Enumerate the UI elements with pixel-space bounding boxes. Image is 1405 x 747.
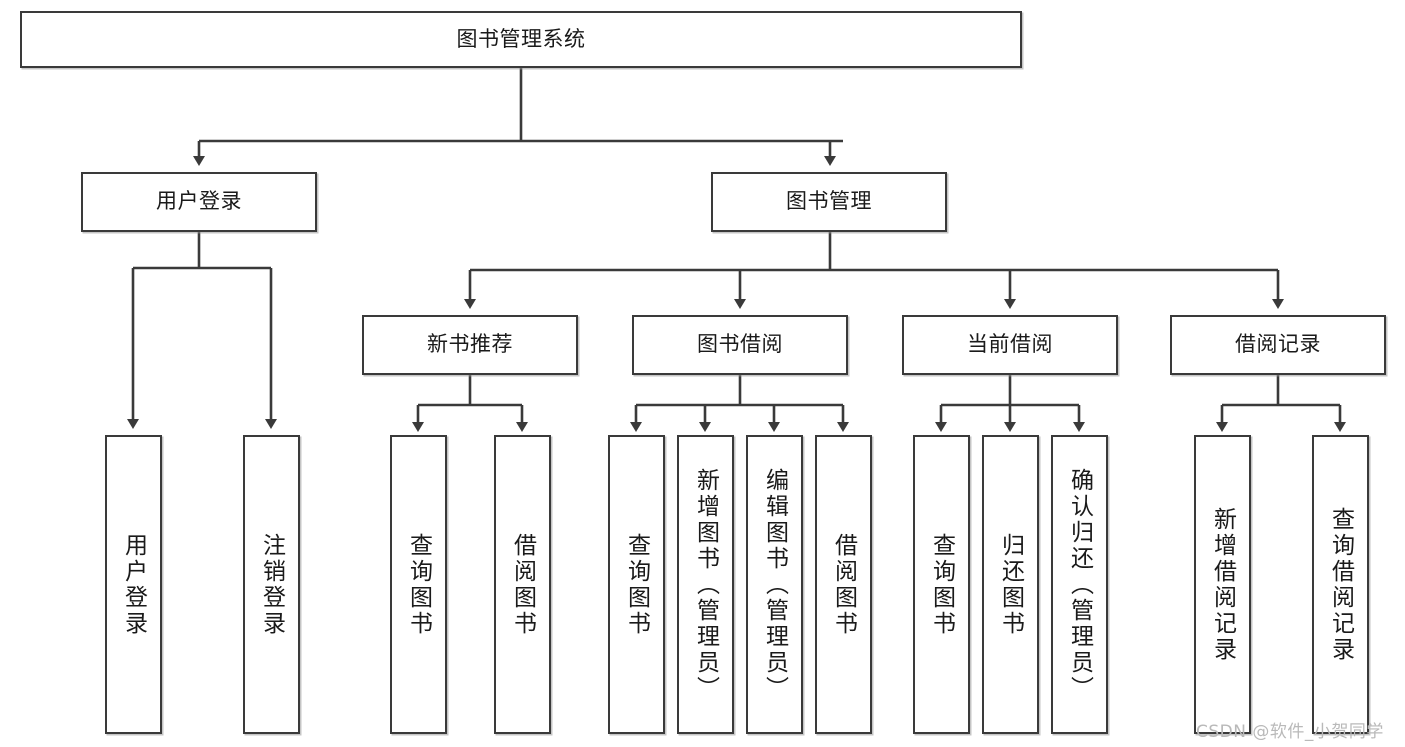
- leaf-query-book-1-label: 查询图书: [405, 532, 432, 637]
- leaf-confirm-return[interactable]: 确认归还（管理员）: [1051, 435, 1108, 734]
- leaf-query-record[interactable]: 查询借阅记录: [1312, 435, 1369, 734]
- node-book-management-label: 图书管理: [786, 189, 872, 214]
- node-root-label: 图书管理系统: [456, 26, 586, 51]
- node-root[interactable]: 图书管理系统: [20, 11, 1022, 68]
- leaf-query-book-3-label: 查询图书: [928, 532, 955, 637]
- leaf-add-record-label: 新增借阅记录: [1209, 506, 1236, 663]
- leaf-query-book-3[interactable]: 查询图书: [913, 435, 970, 734]
- leaf-confirm-return-label: 确认归还（管理员）: [1066, 467, 1093, 702]
- leaf-user-login[interactable]: 用户登录: [105, 435, 162, 734]
- node-current-borrow[interactable]: 当前借阅: [902, 315, 1118, 375]
- leaf-borrow-book-1-label: 借阅图书: [509, 532, 536, 637]
- node-borrow-record-label: 借阅记录: [1235, 332, 1321, 357]
- csdn-watermark: CSDN @软件_小贺同学: [1196, 722, 1384, 742]
- node-book-management[interactable]: 图书管理: [711, 172, 947, 232]
- leaf-borrow-book-2-label: 借阅图书: [830, 532, 857, 637]
- leaf-add-book-label: 新增图书（管理员）: [692, 467, 719, 702]
- leaf-user-login-label: 用户登录: [120, 532, 147, 637]
- leaf-edit-book[interactable]: 编辑图书（管理员）: [746, 435, 803, 734]
- leaf-edit-book-label: 编辑图书（管理员）: [761, 467, 788, 702]
- node-user-login-label: 用户登录: [156, 189, 242, 214]
- leaf-add-record[interactable]: 新增借阅记录: [1194, 435, 1251, 734]
- leaf-query-book-2-label: 查询图书: [623, 532, 650, 637]
- leaf-borrow-book-1[interactable]: 借阅图书: [494, 435, 551, 734]
- leaf-logout[interactable]: 注销登录: [243, 435, 300, 734]
- leaf-query-record-label: 查询借阅记录: [1327, 506, 1354, 663]
- node-new-book-recommend[interactable]: 新书推荐: [362, 315, 578, 375]
- node-current-borrow-label: 当前借阅: [967, 332, 1053, 357]
- leaf-query-book-1[interactable]: 查询图书: [390, 435, 447, 734]
- leaf-add-book[interactable]: 新增图书（管理员）: [677, 435, 734, 734]
- node-new-book-recommend-label: 新书推荐: [427, 332, 513, 357]
- leaf-return-book-label: 归还图书: [997, 532, 1024, 637]
- node-user-login[interactable]: 用户登录: [81, 172, 317, 232]
- node-borrow-record[interactable]: 借阅记录: [1170, 315, 1386, 375]
- leaf-borrow-book-2[interactable]: 借阅图书: [815, 435, 872, 734]
- leaf-logout-label: 注销登录: [258, 532, 285, 637]
- leaf-query-book-2[interactable]: 查询图书: [608, 435, 665, 734]
- node-book-borrow-label: 图书借阅: [697, 332, 783, 357]
- leaf-return-book[interactable]: 归还图书: [982, 435, 1039, 734]
- node-book-borrow[interactable]: 图书借阅: [632, 315, 848, 375]
